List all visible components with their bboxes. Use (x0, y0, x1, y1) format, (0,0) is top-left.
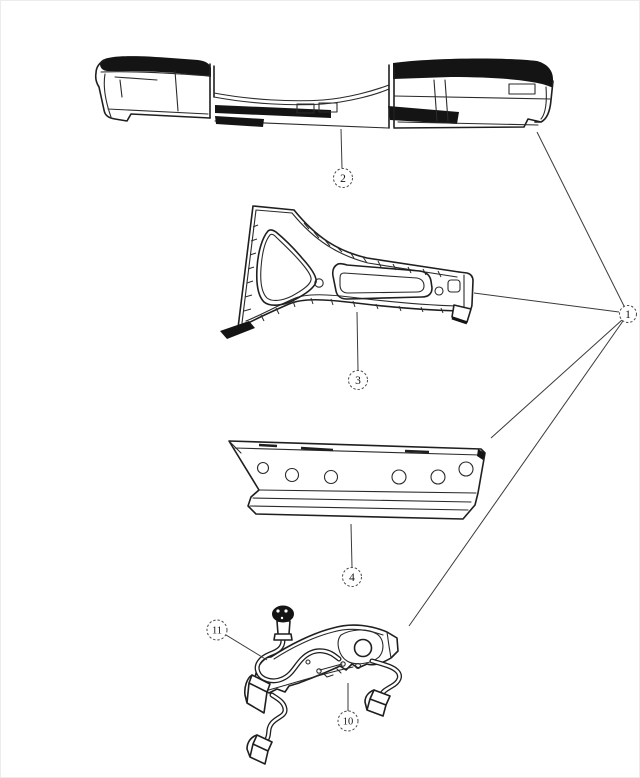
harness-big-hole (353, 638, 373, 658)
bumper-right-edge (388, 64, 395, 129)
part-wiring-harness (244, 605, 402, 765)
step-pad-corner-dark (477, 449, 485, 460)
bracket-hatching (243, 222, 444, 322)
bumper-right-endcap (393, 80, 554, 129)
bracket-slot-inner (339, 272, 425, 294)
harness-clip-end (340, 661, 346, 667)
grommet-highlight (284, 609, 288, 613)
bumper-hitch-details (296, 102, 338, 114)
bumper-center-shadow-c (215, 116, 264, 127)
harness-wire-right-core (370, 659, 401, 696)
bumper-left-edge (209, 63, 215, 119)
callout-10: 10 (337, 710, 359, 732)
callout-circle (337, 710, 359, 732)
step-pad-hole (256, 461, 270, 475)
step-pad-hole (391, 469, 407, 485)
grommet-highlight (276, 609, 280, 613)
harness-left-block (244, 674, 271, 714)
grommet-highlight (280, 616, 284, 620)
leader-pad-to-1 (490, 319, 623, 439)
step-pad-hole (458, 461, 474, 477)
leader-bracket-to-3 (356, 311, 359, 371)
bumper-left-pad (100, 56, 211, 77)
bumper-right-details (393, 79, 551, 126)
callouts: 1 2 3 4 10 11 (206, 168, 637, 732)
bumper-center-shadow-b (388, 106, 459, 124)
harness-boss (337, 629, 384, 665)
callout-3: 3 (348, 370, 368, 390)
callout-4: 4 (342, 567, 362, 587)
leader-bumper-to-2 (340, 128, 343, 169)
callout-11: 11 (206, 619, 228, 641)
harness-small-hole (354, 662, 362, 670)
callout-number: 10 (343, 717, 354, 728)
leader-harness-to-1 (408, 320, 624, 627)
step-pad-hole (430, 469, 446, 485)
bracket-foot (220, 321, 255, 339)
step-pad-tip (228, 440, 242, 454)
callout-1: 1 (619, 305, 637, 323)
bracket-triangle-cutout (255, 229, 317, 306)
leader-11-to-harness (225, 634, 268, 661)
bumper-left-details (100, 70, 211, 118)
step-pad-flange-line (234, 447, 481, 456)
bumper-right-pad (393, 58, 553, 88)
leader-lines (225, 128, 625, 711)
harness-connector-left (246, 734, 273, 765)
leader-bumper-to-1 (536, 131, 625, 307)
step-pad-molding-lines (249, 489, 477, 511)
harness-connector-right (364, 689, 391, 717)
step-pad-hole (284, 467, 300, 483)
bracket-endcap-hole (447, 279, 461, 293)
callout-circle (619, 305, 637, 323)
leader-bracket-to-1 (473, 292, 620, 313)
bracket-slot (331, 262, 433, 300)
callout-number: 3 (355, 375, 361, 387)
harness-wire-loop-core (256, 638, 341, 682)
step-pad-outline (228, 440, 486, 520)
harness-grommet-neck (273, 620, 293, 641)
callout-circle (342, 567, 362, 587)
step-pad-top-dashes (258, 443, 430, 454)
callout-number: 1 (625, 309, 631, 321)
callout-circle (206, 619, 228, 641)
part-support-bracket (220, 205, 474, 339)
callout-number: 2 (340, 173, 346, 185)
callout-number: 4 (349, 572, 355, 584)
harness-small-hole (305, 659, 311, 665)
bumper-left-outline (94, 59, 211, 122)
part-rear-bumper (94, 56, 554, 129)
step-pad-hole (323, 469, 339, 485)
callout-2: 2 (333, 168, 353, 188)
bracket-endcap (458, 271, 474, 312)
harness-wire-left-core (265, 693, 287, 741)
callout-circle (348, 370, 368, 390)
callout-circle (333, 168, 353, 188)
bumper-center-shadow-a (215, 105, 331, 118)
bracket-endcap-tab-edge (451, 316, 468, 325)
bracket-outline (237, 205, 460, 329)
callout-number: 11 (212, 626, 222, 637)
bracket-inner-flange (241, 209, 458, 324)
harness-grommet-cap (272, 605, 294, 623)
bracket-triangle-cutout-inner (260, 233, 312, 301)
part-step-pad (228, 440, 486, 520)
bracket-hole-left (314, 278, 324, 288)
harness-clip-rod (319, 663, 343, 678)
harness-clip-end (316, 668, 322, 674)
bracket-hole-right (434, 286, 444, 296)
leader-pad-to-4 (350, 523, 353, 568)
